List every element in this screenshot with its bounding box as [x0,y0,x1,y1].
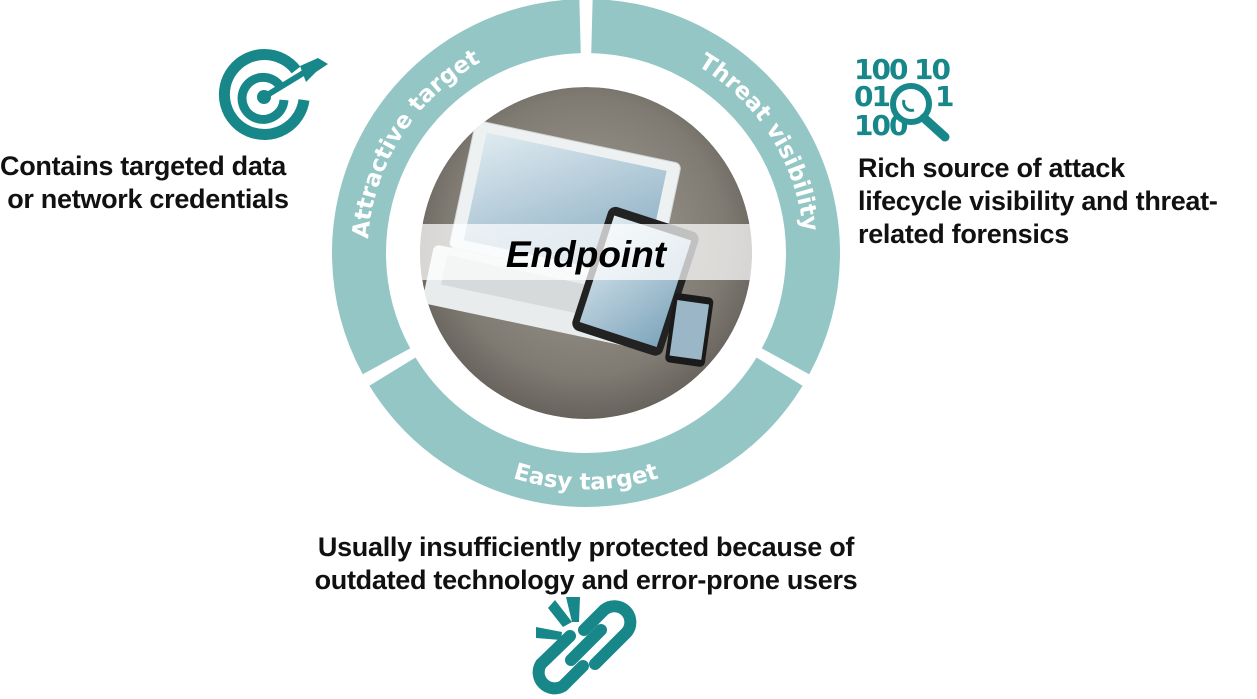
callout-line: Contains targeted data [0,151,286,181]
broken-link-icon [532,597,637,695]
endpoint-photo [420,87,752,419]
callout-attack-visibility: Rich source of attack lifecycle visibili… [858,152,1257,251]
svg-text:10: 10 [914,53,950,86]
svg-text:01: 01 [854,80,889,113]
ring-segment-threat-visibility [590,0,840,375]
svg-text:100: 100 [854,53,908,86]
callout-line: or network credentials [0,184,289,214]
callout-insufficient-protection: Usually insufficiently protected because… [250,531,922,597]
ring-segment-easy-target [369,357,803,507]
center-label: Endpoint [506,234,668,275]
target-icon [218,49,328,140]
callout-line: Rich source of attack [858,153,1125,183]
svg-text:1: 1 [935,80,954,113]
callout-line: outdated technology and error-prone user… [314,565,858,595]
callout-line: related forensics [858,219,1069,249]
callout-line: lifecycle visibility and threat- [858,186,1218,216]
callout-targeted-data: Contains targeted data or network creden… [0,150,330,216]
ring-segment-attractive-target [332,0,582,375]
callout-line: Usually insufficiently protected because… [317,532,855,562]
